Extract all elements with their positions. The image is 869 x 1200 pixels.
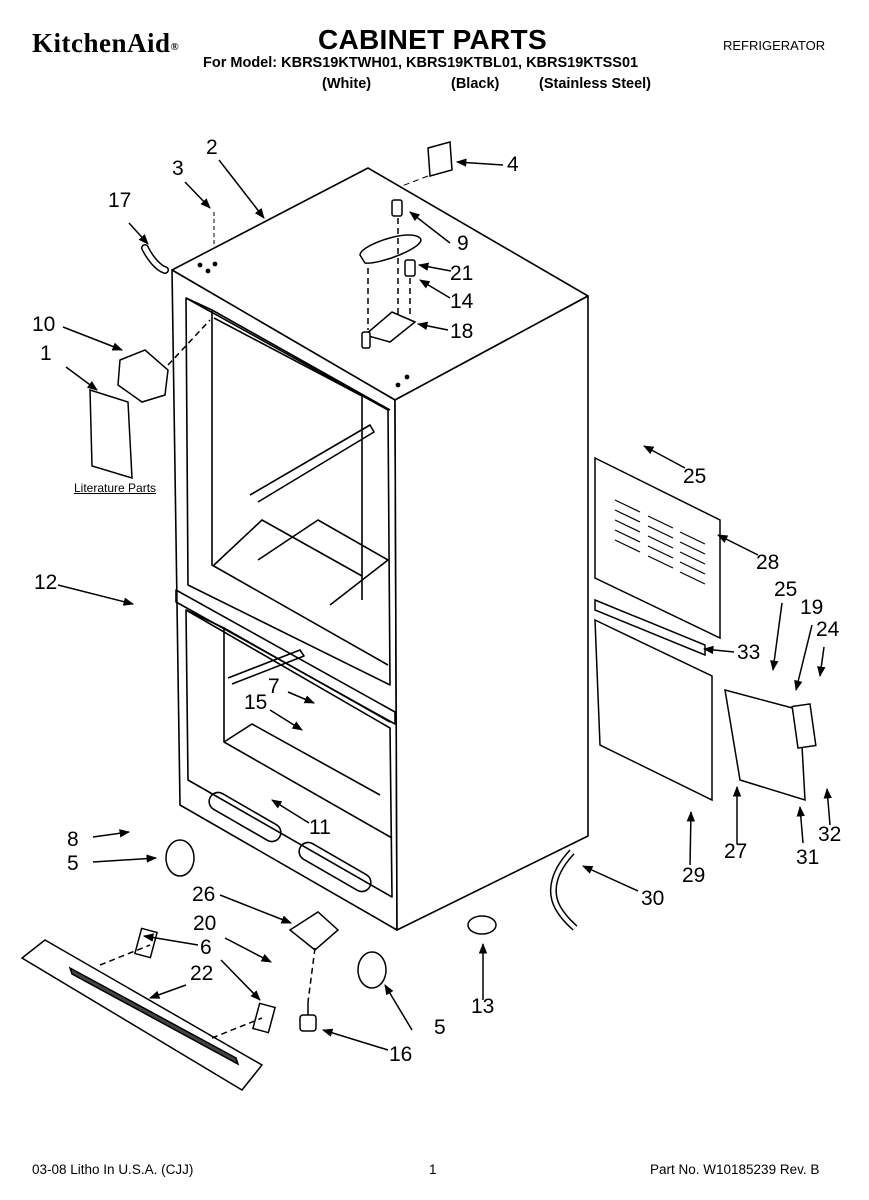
callout-27: 27 bbox=[724, 840, 747, 863]
variant-black: (Black) bbox=[451, 76, 500, 92]
callout-4: 4 bbox=[507, 153, 519, 176]
callout-22: 22 bbox=[190, 962, 213, 985]
plug-part bbox=[427, 141, 453, 177]
callout-16: 16 bbox=[389, 1043, 412, 1066]
footer-page-number: 1 bbox=[429, 1162, 437, 1177]
top-hinge-assembly bbox=[359, 199, 422, 349]
footer-litho: 03-08 Litho In U.S.A. (CJJ) bbox=[32, 1162, 194, 1177]
callout-12: 12 bbox=[34, 571, 57, 594]
callout-10: 10 bbox=[32, 313, 55, 336]
cabinet-shell bbox=[171, 167, 589, 931]
callout-24: 24 bbox=[816, 618, 840, 641]
callout-13: 13 bbox=[471, 995, 494, 1018]
callout-6: 6 bbox=[200, 936, 212, 959]
callout-28: 28 bbox=[756, 551, 779, 574]
leader-lines bbox=[57, 158, 832, 1051]
callout-15: 15 bbox=[244, 691, 267, 714]
callout-7: 7 bbox=[268, 675, 280, 698]
brand-logo: KitchenAid® bbox=[32, 28, 179, 59]
rear-panels bbox=[594, 456, 817, 802]
callout-labels: 1 2 3 4 5 5 6 7 8 9 10 11 12 13 14 15 16… bbox=[32, 136, 841, 1066]
page-title: CABINET PARTS bbox=[318, 24, 547, 55]
callout-32: 32 bbox=[818, 823, 841, 846]
callout-18: 18 bbox=[450, 320, 473, 343]
brand-name: KitchenAid bbox=[32, 28, 171, 58]
callout-25a: 25 bbox=[683, 465, 706, 488]
callout-31: 31 bbox=[796, 846, 819, 869]
callout-2: 2 bbox=[206, 136, 218, 159]
variant-stainless: (Stainless Steel) bbox=[539, 76, 652, 92]
callout-29: 29 bbox=[682, 864, 705, 887]
callout-5b: 5 bbox=[434, 1016, 446, 1039]
brand-registered-mark: ® bbox=[170, 41, 180, 53]
literature-parts-label: Literature Parts bbox=[74, 481, 157, 495]
callout-21: 21 bbox=[450, 262, 473, 285]
callout-8: 8 bbox=[67, 828, 79, 851]
callout-25b: 25 bbox=[774, 578, 797, 601]
footer-part-number: Part No. W10185239 Rev. B bbox=[650, 1162, 820, 1177]
callout-5a: 5 bbox=[67, 852, 79, 875]
casters-and-base bbox=[20, 839, 578, 1091]
callout-9: 9 bbox=[457, 232, 469, 255]
callout-20: 20 bbox=[193, 912, 216, 935]
callout-14: 14 bbox=[450, 290, 474, 313]
callout-11: 11 bbox=[309, 816, 331, 839]
callout-33: 33 bbox=[737, 641, 760, 664]
callout-30: 30 bbox=[641, 887, 664, 910]
callout-3: 3 bbox=[172, 157, 184, 180]
callout-17: 17 bbox=[108, 189, 131, 212]
callout-1: 1 bbox=[40, 342, 52, 365]
variant-white: (White) bbox=[322, 76, 372, 92]
callout-26: 26 bbox=[192, 883, 215, 906]
product-category: REFRIGERATOR bbox=[723, 38, 826, 53]
callout-19: 19 bbox=[800, 596, 823, 619]
literature-parts bbox=[89, 319, 211, 480]
model-list: For Model: KBRS19KTWH01, KBRS19KTBL01, K… bbox=[203, 55, 639, 71]
